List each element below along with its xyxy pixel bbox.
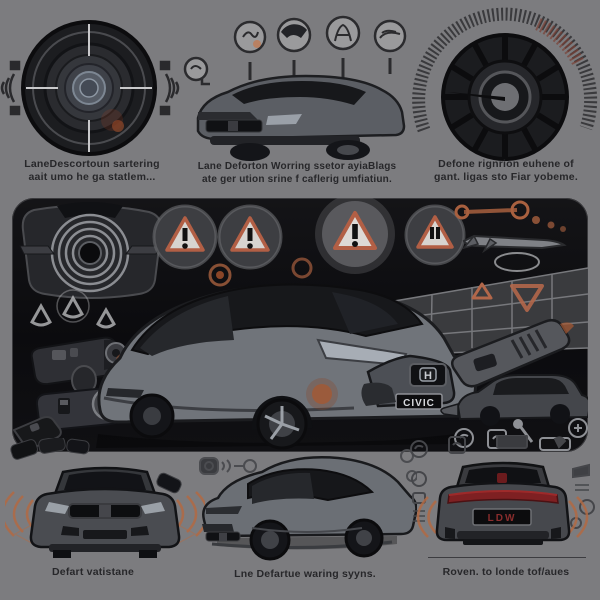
car-side-view-icon	[199, 449, 417, 561]
fob-signal-icon	[199, 449, 417, 482]
signal-triangle-glows	[30, 289, 116, 329]
caption-top-middle: Lane Deforton Worring ssetor ayiaBlags a…	[197, 161, 397, 185]
civic-front-view	[29, 466, 181, 558]
lens-rings	[21, 20, 157, 156]
caption-divider-line	[428, 557, 586, 558]
fog-light-glow	[312, 384, 332, 404]
side-bracket-icons	[0, 60, 180, 116]
lens-glint	[112, 120, 124, 132]
car-with-traffic-signs-icon	[183, 15, 407, 161]
warning-triangle-icons	[152, 198, 466, 287]
civic-main-three-quarter: H CIVIC	[96, 283, 478, 450]
radar-waves	[5, 491, 205, 548]
rear-license-plate: LDW	[472, 508, 532, 526]
front-license-plate: CIVIC	[395, 393, 443, 410]
camera-lens-icon	[0, 20, 180, 156]
car-rear-view-radar-icon: LDW	[410, 435, 595, 545]
caption-bottom-right: Roven. to londe tof/aues	[442, 566, 570, 578]
screwdriver-icon	[513, 419, 534, 443]
gauge-dial-icon	[412, 7, 598, 161]
civic-side-view	[202, 456, 417, 561]
caption-bottom-left: Defart vatistane	[52, 566, 134, 578]
gauge-needle	[448, 92, 505, 101]
radar-dart-icon	[454, 200, 567, 254]
svg-text:CIVIC: CIVIC	[403, 398, 435, 409]
honda-logo: H	[419, 367, 437, 382]
rearview-camera-icon	[19, 202, 163, 299]
caption-top-left: LaneDescortoun sartering aait umo he ga …	[24, 158, 160, 183]
gauge-spokes	[443, 35, 567, 159]
svg-text:LDW: LDW	[488, 513, 517, 524]
civic-front-three-quarter	[196, 74, 406, 161]
key-fob-icons	[10, 438, 182, 494]
svg-text:H: H	[424, 370, 432, 382]
caption-bottom-middle: Lne Defartue waring syyns.	[234, 568, 376, 580]
caption-top-right: Defone rignrion euhene of gant. ligas st…	[434, 158, 578, 183]
civic-rear-view: LDW	[435, 461, 571, 545]
car-front-view-radar-icon	[5, 438, 205, 558]
gauge-outer-ticks	[412, 7, 598, 133]
traffic-signs	[183, 15, 407, 86]
wheel-spokes	[264, 406, 300, 440]
wagon-car-icon	[440, 374, 588, 426]
right-sensor-module-icon	[450, 318, 574, 388]
main-illustration-panel: H CIVIC	[12, 198, 588, 452]
lens-crosshair	[26, 24, 152, 152]
accessory-icons	[410, 435, 595, 529]
